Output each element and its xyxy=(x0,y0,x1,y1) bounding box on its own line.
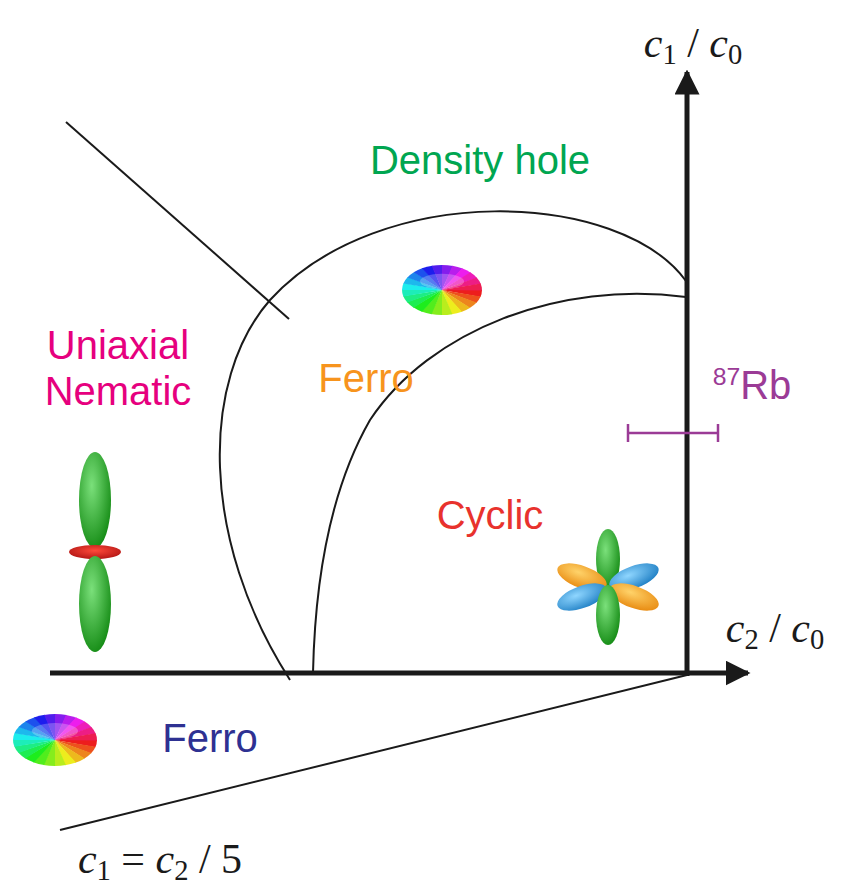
ferro-orbital xyxy=(402,265,482,315)
phase-label: Uniaxial Nematic xyxy=(18,322,218,414)
phase-boundary xyxy=(60,122,687,830)
axis-label: c1 = c2 / 5 xyxy=(78,834,242,887)
phase-label: Cyclic xyxy=(437,492,544,538)
ferro-sector xyxy=(402,290,442,297)
phase-label: Ferro xyxy=(162,715,258,761)
ferro-highlight xyxy=(420,274,464,289)
phase-label: 87Rb xyxy=(713,362,792,408)
axis-label: c1 / c0 xyxy=(644,19,743,72)
ferro-highlight xyxy=(32,723,78,739)
ferro-sector xyxy=(441,290,452,315)
phase-label: Ferro xyxy=(318,355,414,401)
phase-label: Density hole xyxy=(370,137,590,183)
error-bar xyxy=(628,424,718,442)
nematic-orbital xyxy=(69,452,121,652)
ferro-orbital xyxy=(13,714,97,766)
ferro-sector xyxy=(442,290,462,314)
axis-label: c2 / c0 xyxy=(726,604,825,657)
ferro-sector xyxy=(13,739,55,746)
ferro-sector xyxy=(54,740,66,766)
cyclic-orbital xyxy=(554,529,662,645)
ferro-sector xyxy=(55,740,76,765)
